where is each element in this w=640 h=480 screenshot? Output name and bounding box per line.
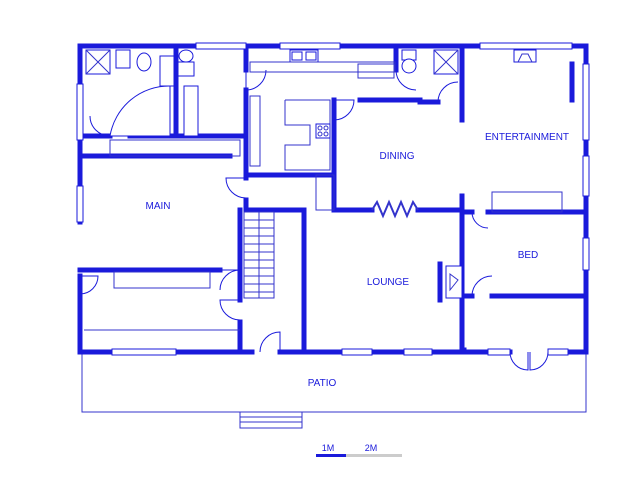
room-label-bed: BED [518,250,539,261]
scale-bar: 1M 2M [316,443,402,457]
furniture-details [84,49,563,331]
room-label-main: MAIN [146,201,171,212]
doors [79,69,549,371]
folding-partition [371,199,419,219]
scale-segment-light [346,454,402,457]
room-label-dining: DINING [380,151,415,162]
windows [76,42,590,356]
main-bathroom-fixtures [85,49,199,137]
scale-segment-dark [316,454,346,457]
scale-label-2m: 2M [365,443,378,453]
patio-outline [81,352,587,429]
staircase [243,211,275,299]
room-label-entertainment: ENTERTAINMENT [485,132,569,143]
guest-bathroom-fixtures [395,49,459,91]
room-label-patio: PATIO [308,378,337,389]
kitchen-fixtures [249,49,396,211]
room-label-lounge: LOUNGE [367,277,410,288]
scale-label-1m: 1M [322,443,335,453]
